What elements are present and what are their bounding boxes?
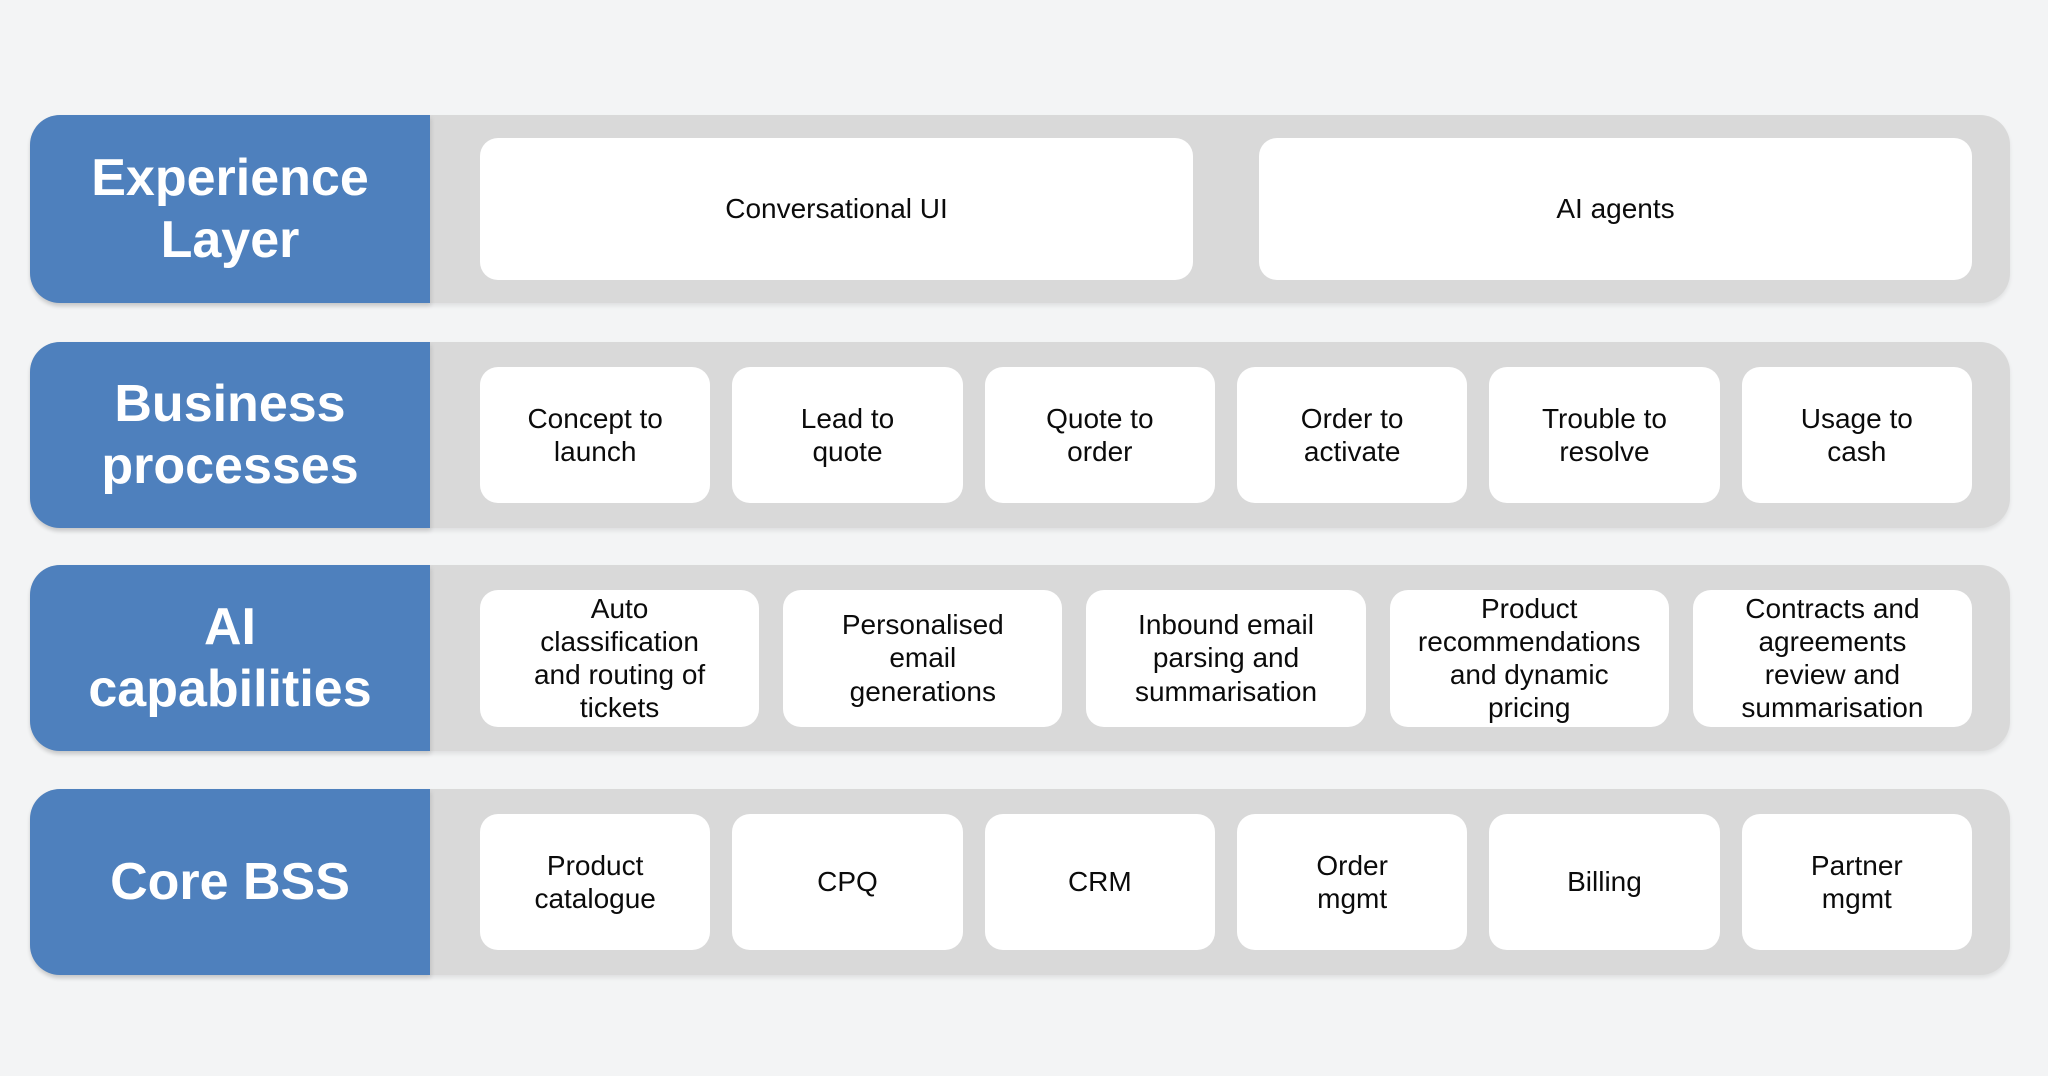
cards-core-bss: Product catalogue CPQ CRM Order mgmt Bil… bbox=[480, 789, 1972, 975]
card-label: Lead to quote bbox=[800, 402, 895, 467]
cards-ai-capabilities: Auto classification and routing of ticke… bbox=[480, 565, 1973, 751]
card-lead-to-quote: Lead to quote bbox=[732, 367, 963, 503]
card-label: Conversational UI bbox=[725, 193, 948, 225]
card-partner-mgmt: Partner mgmt bbox=[1741, 814, 1972, 950]
card-usage-to-cash: Usage to cash bbox=[1741, 367, 1972, 503]
row-label-text: AI capabilities bbox=[88, 597, 372, 718]
card-ai-agents: AI agents bbox=[1259, 138, 1972, 280]
card-contracts-agreements-review: Contracts and agreements review and summ… bbox=[1692, 589, 1973, 727]
cards-experience-layer: Conversational UI AI agents bbox=[480, 115, 1972, 303]
card-label: Inbound email parsing and summarisation bbox=[1134, 609, 1318, 707]
card-cpq: CPQ bbox=[732, 814, 963, 950]
card-label: Billing bbox=[1567, 866, 1642, 898]
row-label-business-processes: Business processes bbox=[30, 342, 430, 528]
row-label-text: Experience Layer bbox=[91, 148, 369, 269]
card-label: Usage to cash bbox=[1800, 402, 1913, 467]
row-label-core-bss: Core BSS bbox=[30, 789, 430, 975]
row-label-text: Business processes bbox=[101, 374, 359, 495]
card-label: Contracts and agreements review and summ… bbox=[1741, 592, 1924, 724]
card-label: Personalised email generations bbox=[841, 609, 1004, 707]
card-label: CPQ bbox=[817, 866, 878, 898]
card-label: Order mgmt bbox=[1316, 849, 1388, 914]
card-conversational-ui: Conversational UI bbox=[480, 138, 1193, 280]
row-business-processes: Business processes Concept to launch Lea… bbox=[30, 342, 2010, 528]
card-billing: Billing bbox=[1489, 814, 1720, 950]
card-label: Product recommendations and dynamic pric… bbox=[1417, 592, 1641, 724]
row-core-bss: Core BSS Product catalogue CPQ CRM Order… bbox=[30, 789, 2010, 975]
card-order-to-activate: Order to activate bbox=[1236, 367, 1468, 503]
card-label: Auto classification and routing of ticke… bbox=[533, 592, 706, 724]
card-label: Trouble to resolve bbox=[1541, 402, 1667, 467]
row-label-text: Core BSS bbox=[110, 852, 350, 911]
card-personalised-email-generations: Personalised email generations bbox=[783, 589, 1063, 727]
row-ai-capabilities: AI capabilities Auto classification and … bbox=[30, 565, 2010, 751]
card-auto-classification-routing: Auto classification and routing of ticke… bbox=[480, 589, 760, 727]
card-label: Product catalogue bbox=[534, 849, 656, 914]
card-quote-to-order: Quote to order bbox=[984, 367, 1215, 503]
cards-business-processes: Concept to launch Lead to quote Quote to… bbox=[480, 342, 1972, 528]
card-label: Concept to launch bbox=[527, 402, 663, 467]
card-label: Order to activate bbox=[1300, 402, 1404, 467]
card-label: AI agents bbox=[1556, 193, 1675, 225]
card-product-recommendations-pricing: Product recommendations and dynamic pric… bbox=[1389, 589, 1669, 727]
card-inbound-email-parsing: Inbound email parsing and summarisation bbox=[1086, 589, 1366, 727]
card-product-catalogue: Product catalogue bbox=[480, 814, 711, 950]
card-label: CRM bbox=[1067, 866, 1132, 898]
row-label-experience-layer: Experience Layer bbox=[30, 115, 430, 303]
card-order-mgmt: Order mgmt bbox=[1236, 814, 1468, 950]
card-crm: CRM bbox=[984, 814, 1215, 950]
card-trouble-to-resolve: Trouble to resolve bbox=[1489, 367, 1720, 503]
row-label-ai-capabilities: AI capabilities bbox=[30, 565, 430, 751]
row-experience-layer: Experience Layer Conversational UI AI ag… bbox=[30, 115, 2010, 303]
card-concept-to-launch: Concept to launch bbox=[480, 367, 711, 503]
card-label: Partner mgmt bbox=[1810, 849, 1903, 914]
card-label: Quote to order bbox=[1046, 402, 1154, 467]
